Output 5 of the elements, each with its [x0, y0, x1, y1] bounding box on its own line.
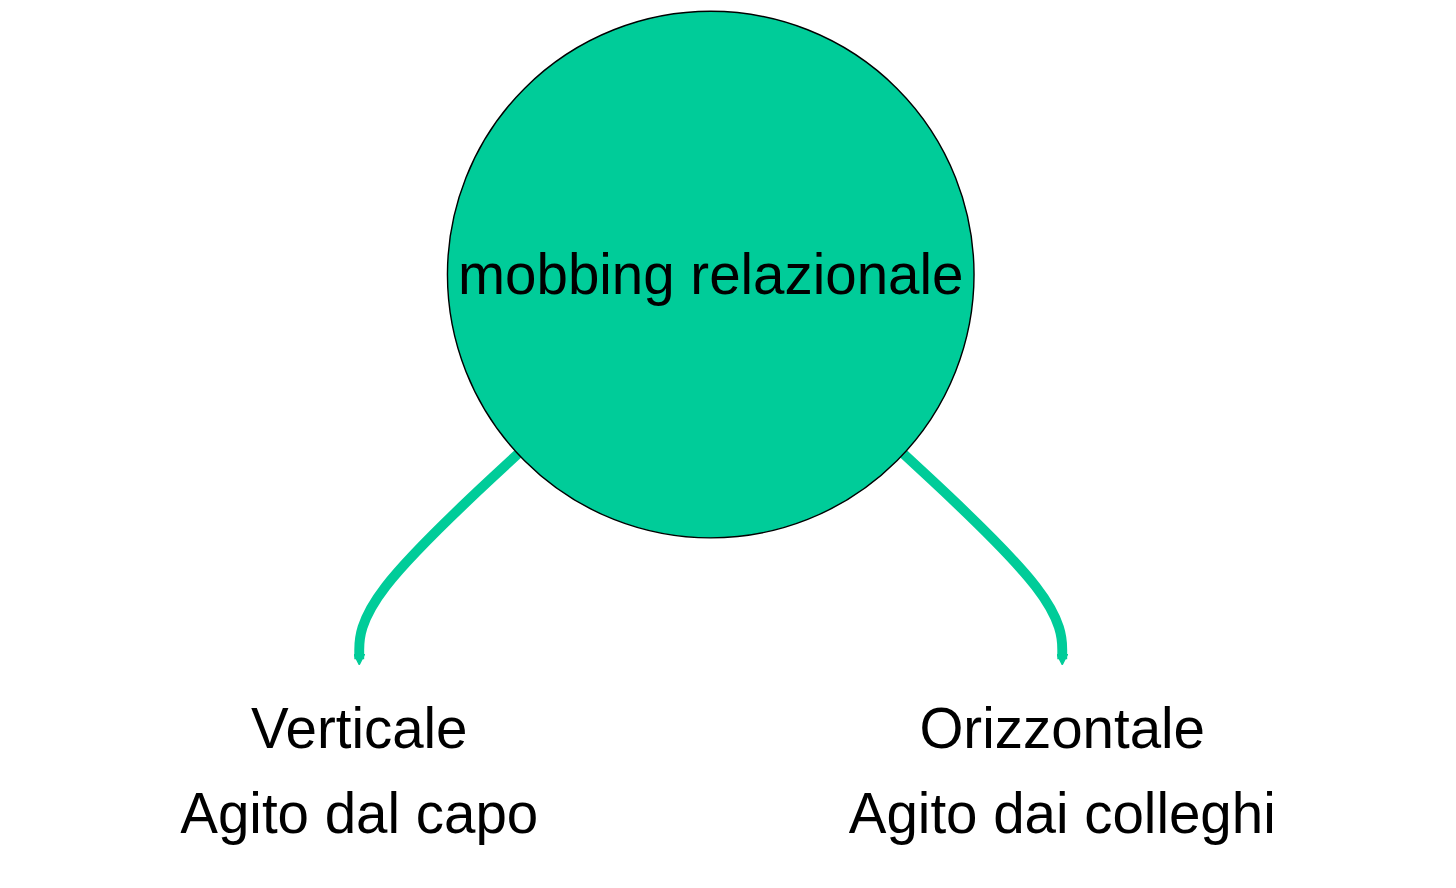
- node-circle: mobbing relazionale: [446, 10, 975, 539]
- node-text: Verticale Agito dal capo: [180, 697, 539, 845]
- arrow: [900, 450, 1069, 666]
- arrow: [353, 450, 522, 666]
- node-text: Orizzontale Agito dai colleghi: [848, 697, 1276, 845]
